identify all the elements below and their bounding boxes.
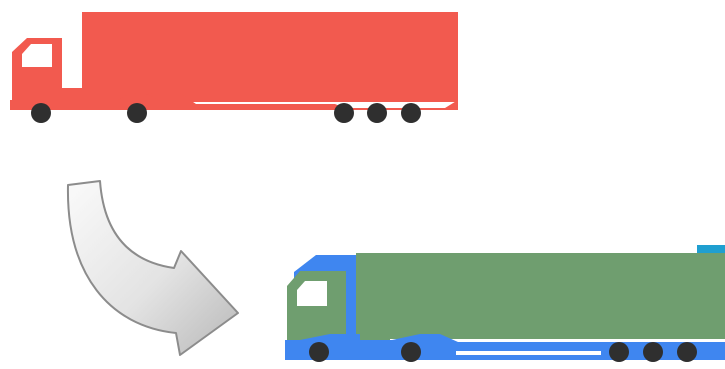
green-trailer	[356, 253, 725, 339]
red-wheel-2	[127, 103, 147, 123]
red-wheel-4	[367, 103, 387, 123]
curved-transition-arrow-icon	[68, 181, 238, 355]
red-wheel-5	[401, 103, 421, 123]
red-semi-truck-icon	[10, 12, 458, 123]
green-wheel-1	[309, 342, 329, 362]
green-wheel-3	[609, 342, 629, 362]
arrow-shape	[68, 181, 238, 355]
green-wheel-4	[643, 342, 663, 362]
red-trailer	[82, 12, 458, 102]
green-blue-long-truck-icon	[285, 245, 725, 362]
chassis-gap	[456, 351, 601, 355]
green-wheel-5	[677, 342, 697, 362]
green-wheel-2	[401, 342, 421, 362]
red-wheel-3	[334, 103, 354, 123]
red-wheel-1	[31, 103, 51, 123]
